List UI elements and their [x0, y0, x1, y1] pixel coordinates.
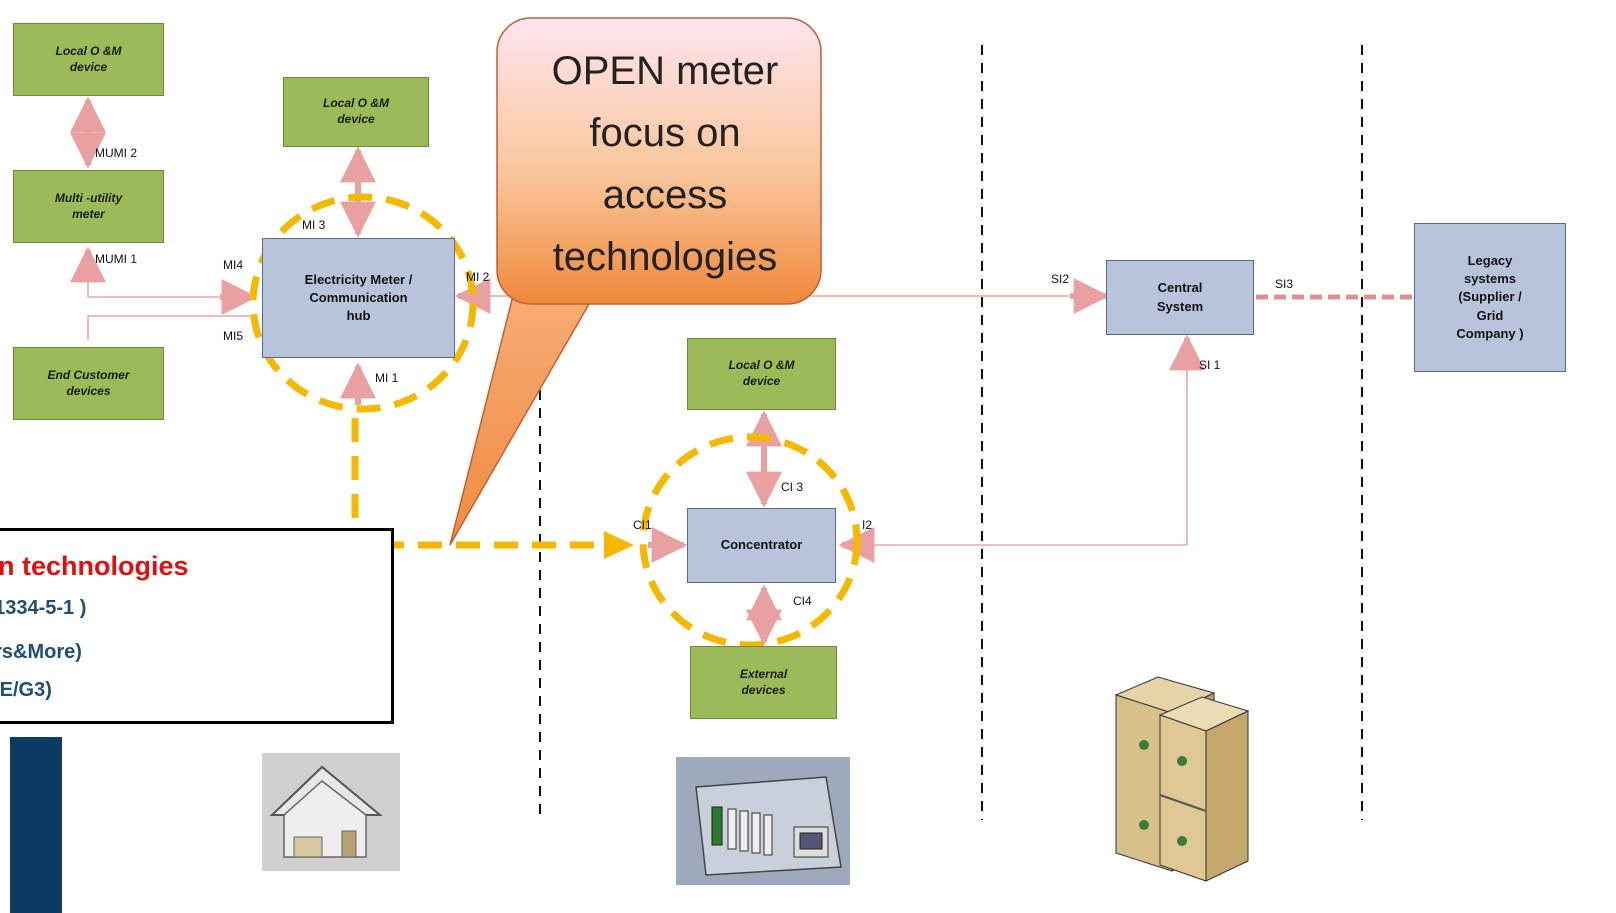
node-text-line: System	[1156, 298, 1204, 314]
node-text-line: device	[69, 59, 108, 74]
server-cluster-icon	[1114, 676, 1250, 882]
node-text-line: Electricity Meter /	[304, 271, 413, 287]
label-mi4: MI4	[223, 258, 244, 272]
node-text-line: Legacy	[1467, 253, 1513, 269]
concentrator-rack-icon	[676, 757, 850, 885]
node-text-line: Grid	[1476, 307, 1504, 323]
node-text-line: Company )	[1456, 325, 1524, 341]
node-text-line: device	[742, 374, 781, 388]
label-mi5: MI5	[223, 329, 244, 343]
callout-text: OPEN meter focus on access technologies	[500, 40, 830, 288]
label-si2: SI2	[1051, 272, 1070, 286]
label-mumi2: MUMI 2	[95, 146, 137, 160]
highlight-meter-ring	[249, 193, 477, 413]
zone-separators	[539, 45, 1363, 820]
info-item-3: ME/G3)	[0, 679, 52, 701]
callout-bubble	[496, 17, 822, 305]
label-mi3: MI 3	[302, 218, 326, 232]
highlight-arrowhead	[604, 531, 634, 559]
node-text-line: (Supplier /	[1458, 289, 1522, 305]
node-text-line: Local O &M	[322, 96, 389, 111]
concentrator-node: Concentrator	[687, 508, 836, 583]
callout-line-2: focus on	[589, 111, 741, 155]
label-mumi1: MUMI 1	[95, 252, 137, 266]
node-text-line: Communication	[309, 289, 408, 305]
node-text-line: Central	[1157, 280, 1203, 296]
callout-line-3: access	[602, 173, 728, 217]
thick-arrows	[70, 96, 1205, 646]
node-text-line: meter	[72, 206, 105, 221]
house-icon	[262, 753, 400, 871]
node-text-line: External	[739, 666, 788, 681]
node-text-line: Multi -utility	[54, 190, 123, 205]
label-si1: SI 1	[1199, 358, 1221, 372]
info-heading: en technologies	[0, 551, 189, 581]
mumi1-to-mi4-line	[87, 268, 250, 298]
node-text-line: Local O &M	[55, 43, 122, 58]
node-text-line: systems	[1463, 271, 1517, 287]
info-item-1: 61334-5-1 )	[0, 597, 87, 619]
node-text-line: Local O &M	[728, 358, 795, 373]
node-text-line: Concentrator	[720, 537, 803, 553]
label-mi1: MI 1	[375, 371, 399, 385]
node-text-line: devices	[66, 383, 111, 398]
info-item-2: ers&More)	[0, 641, 82, 663]
callout-line-1: OPEN meter	[551, 49, 779, 93]
connection-lines	[87, 268, 1188, 546]
node-text-line: End Customer	[47, 367, 130, 382]
node-text-line: device	[337, 112, 375, 126]
label-ci3: CI 3	[781, 480, 804, 494]
navy-sidebar-bar	[10, 737, 62, 913]
node-text-line: devices	[741, 682, 786, 697]
callout-line-4: technologies	[552, 235, 778, 279]
node-text-line: hub	[346, 308, 371, 324]
electricity-meter-node: Electricity Meter / Communication hub	[262, 238, 455, 358]
mi5-to-end-customer-line	[87, 315, 250, 340]
highlight-concentrator-ring	[639, 433, 861, 649]
label-mi2: MI 2	[466, 270, 490, 284]
label-ci1: CI1	[633, 518, 652, 532]
label-ci2: I2	[862, 518, 873, 532]
label-si3: SI3	[1275, 277, 1294, 291]
label-ci4: CI4	[793, 594, 812, 608]
open-technologies-box: en technologies 61334-5-1 ) ers&More) ME…	[0, 528, 394, 724]
